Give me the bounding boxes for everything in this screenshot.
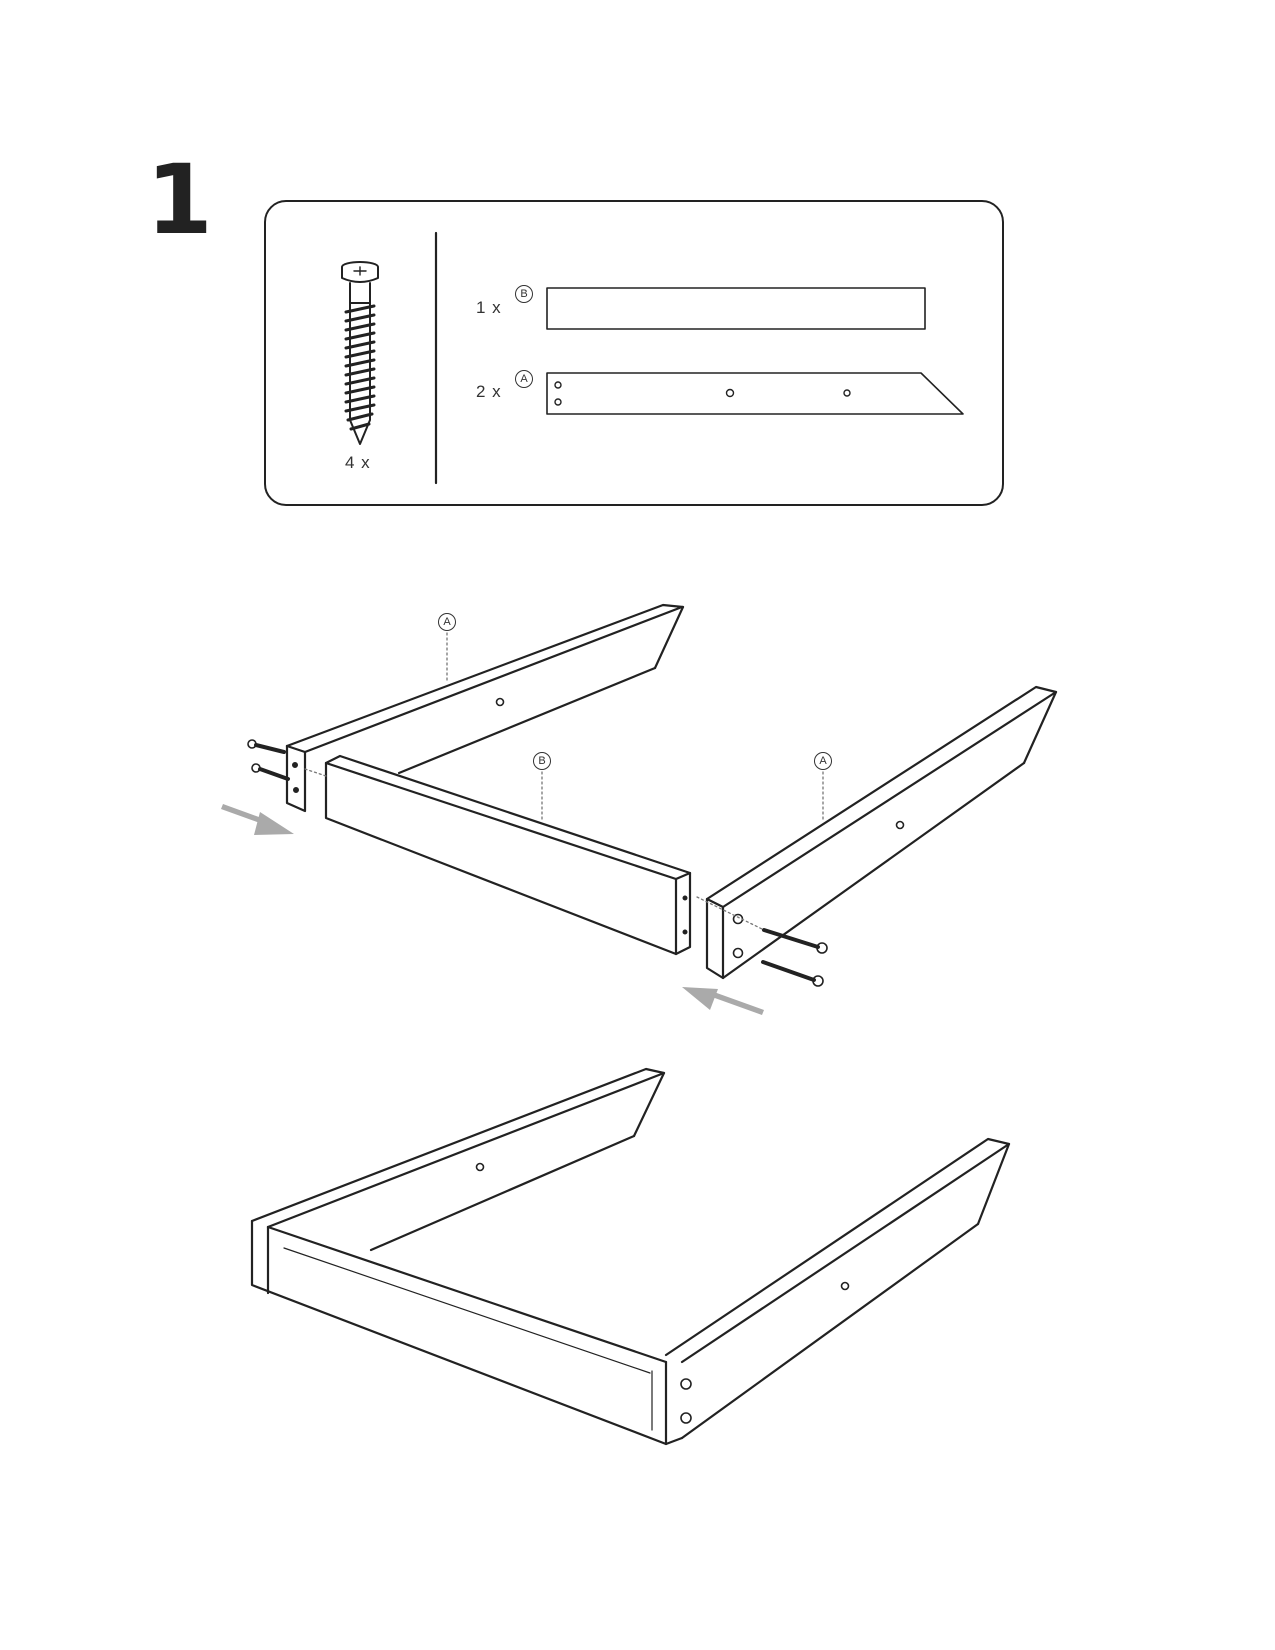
parts-list-panel xyxy=(264,200,1004,506)
board-b-quantity: 1 x xyxy=(476,298,502,317)
screw-left-bottom-icon xyxy=(251,763,290,781)
callout-leaders xyxy=(304,632,824,931)
exploded-board-b xyxy=(324,754,692,956)
exploded-callout-b: B xyxy=(533,752,551,770)
exploded-callout-a-right: A xyxy=(814,752,832,770)
board-a-quantity: 2 x xyxy=(476,382,502,401)
board-a-icon xyxy=(546,372,964,415)
screw-right-bottom-icon xyxy=(761,960,824,987)
arrow-right-icon xyxy=(221,804,294,835)
assembled-frame xyxy=(250,1067,1011,1446)
screw-icon xyxy=(341,261,379,445)
arrow-left-icon xyxy=(682,987,764,1015)
screw-left-top-icon xyxy=(247,739,286,754)
board-b-icon xyxy=(546,287,926,330)
exploded-callout-a-back: A xyxy=(438,613,456,631)
exploded-board-a-back xyxy=(285,603,685,813)
step-number: 1 xyxy=(146,144,213,256)
screw-right-top-icon xyxy=(762,928,828,954)
exploded-board-a-right xyxy=(705,685,1058,980)
board-a-callout: A xyxy=(515,370,533,388)
board-b-callout: B xyxy=(515,285,533,303)
screw-quantity: 4 x xyxy=(345,453,371,472)
